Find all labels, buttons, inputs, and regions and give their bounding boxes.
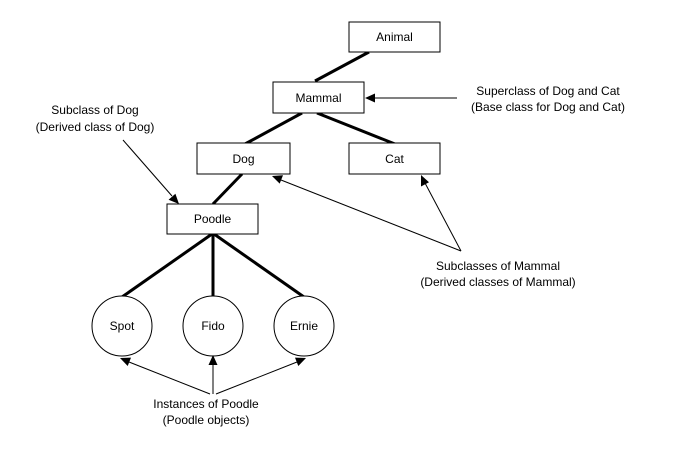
class-node-mammal: Mammal: [272, 81, 365, 114]
class-node-animal: Animal: [348, 21, 441, 53]
connector-animal-mammal: [314, 50, 370, 83]
arrowhead-subclasses-cat: [421, 175, 429, 187]
annotation-subclass-of-dog: Subclass of Dog (Derived class of Dog): [36, 103, 155, 134]
annotation-subclasses-of-mammal-line2: (Derived classes of Mammal): [420, 275, 575, 289]
class-label-poodle: Poodle: [194, 212, 232, 226]
connector-mammal-cat: [316, 111, 396, 146]
instance-node-ernie: Ernie: [273, 295, 335, 357]
arrow-instances-to-ernie: [215, 361, 298, 395]
annotation-superclass-line2: (Base class for Dog and Cat): [471, 100, 625, 114]
arrowhead-instances-fido: [208, 355, 218, 365]
annotation-subclasses-of-mammal-line1: Subclasses of Mammal: [436, 259, 560, 273]
class-box-poodle: [166, 203, 259, 235]
arrow-subclasses-to-dog: [280, 179, 462, 252]
annotation-subclass-of-dog-line2: (Derived class of Dog): [36, 120, 155, 134]
arrow-subclass-to-poodle: [122, 139, 173, 197]
connector-poodle-spot: [121, 232, 213, 299]
instance-label-spot: Spot: [110, 319, 135, 333]
annotation-subclass-of-dog-line1: Subclass of Dog: [51, 103, 138, 117]
class-label-cat: Cat: [385, 152, 404, 166]
arrow-instances-to-spot: [128, 361, 211, 395]
class-box-animal: [348, 21, 441, 53]
class-label-mammal: Mammal: [295, 91, 341, 105]
arrowhead-instances-ernie: [295, 357, 306, 366]
arrowhead-instances-spot: [120, 357, 131, 366]
connector-poodle-ernie: [213, 232, 305, 299]
instance-label-fido: Fido: [201, 319, 225, 333]
class-box-cat: [348, 142, 441, 175]
instance-circle-ernie: [273, 295, 335, 357]
class-box-dog: [196, 142, 291, 175]
class-label-animal: Animal: [376, 30, 413, 44]
arrowhead-superclass: [365, 93, 375, 103]
instance-node-fido: Fido: [182, 295, 244, 357]
arrow-subclasses-to-cat: [424, 182, 462, 252]
annotation-instances-of-poodle-line2: (Poodle objects): [163, 413, 250, 427]
hierarchy-connectors: [121, 50, 396, 299]
annotation-arrows: [120, 93, 462, 395]
annotation-instances-of-poodle-line1: Instances of Poodle: [153, 397, 259, 411]
annotation-instances-of-poodle: Instances of Poodle (Poodle objects): [153, 397, 259, 427]
arrowhead-subclasses-dog: [272, 175, 283, 184]
instance-circle-spot: [91, 295, 153, 357]
annotation-subclasses-of-mammal: Subclasses of Mammal (Derived classes of…: [420, 259, 575, 289]
annotation-superclass: Superclass of Dog and Cat (Base class fo…: [471, 84, 625, 114]
class-label-dog: Dog: [232, 152, 254, 166]
connector-mammal-dog: [244, 111, 303, 146]
annotation-superclass-line1: Superclass of Dog and Cat: [476, 84, 620, 98]
class-node-poodle: Poodle: [166, 203, 259, 235]
instance-node-spot: Spot: [91, 295, 153, 357]
class-box-mammal: [272, 81, 365, 114]
instance-label-ernie: Ernie: [290, 319, 318, 333]
connector-dog-poodle: [211, 172, 244, 206]
class-node-cat: Cat: [348, 142, 441, 175]
arrowhead-subclass-of-dog: [168, 193, 179, 204]
class-node-dog: Dog: [196, 142, 291, 175]
